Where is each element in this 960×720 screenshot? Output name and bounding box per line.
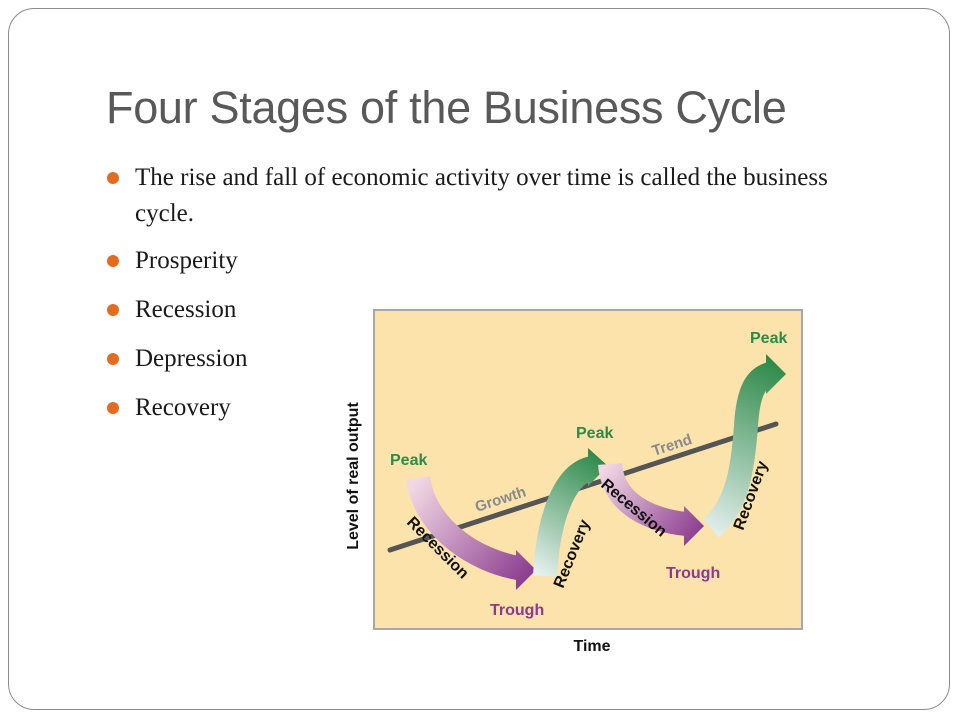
y-axis-label: Level of real output [345,402,362,550]
bullet-text: Recovery [135,394,231,421]
peak-label: Peak [390,452,427,469]
slide-title: Four Stages of the Business Cycle [106,82,787,133]
bullet-dot-icon [107,304,119,316]
recovery-arrow [702,354,786,538]
bullet-text: Prosperity [135,247,238,274]
recession-arrow [406,475,536,590]
bullet-item: Recovery [106,390,866,426]
bullet-item: Depression [106,341,866,377]
recovery-arrow [533,448,608,577]
bullet-text: Depression [135,345,248,372]
bullet-text: Recession [135,296,237,323]
peak-label: Peak [750,330,787,347]
business-cycle-diagram: Peak Peak Peak Trough Trough Growth Tren… [338,306,818,658]
bullet-item: Recession [106,292,866,328]
bullet-text: The rise and fall of economic activity o… [135,164,828,227]
bullet-dot-icon [107,402,119,414]
bullet-dot-icon [107,255,119,267]
bullet-item: The rise and fall of economic activity o… [106,160,866,232]
trough-label: Trough [490,602,544,619]
recession-arrow [598,462,704,546]
x-axis-label: Time [573,638,610,655]
peak-label: Peak [576,425,613,442]
bullet-list: The rise and fall of economic activity o… [106,160,866,426]
bullet-item: Prosperity [106,243,866,279]
business-cycle-svg: Peak Peak Peak Trough Trough Growth Tren… [345,309,803,655]
trough-label: Trough [666,565,720,582]
bullet-dot-icon [107,172,119,184]
bullet-dot-icon [107,353,119,365]
